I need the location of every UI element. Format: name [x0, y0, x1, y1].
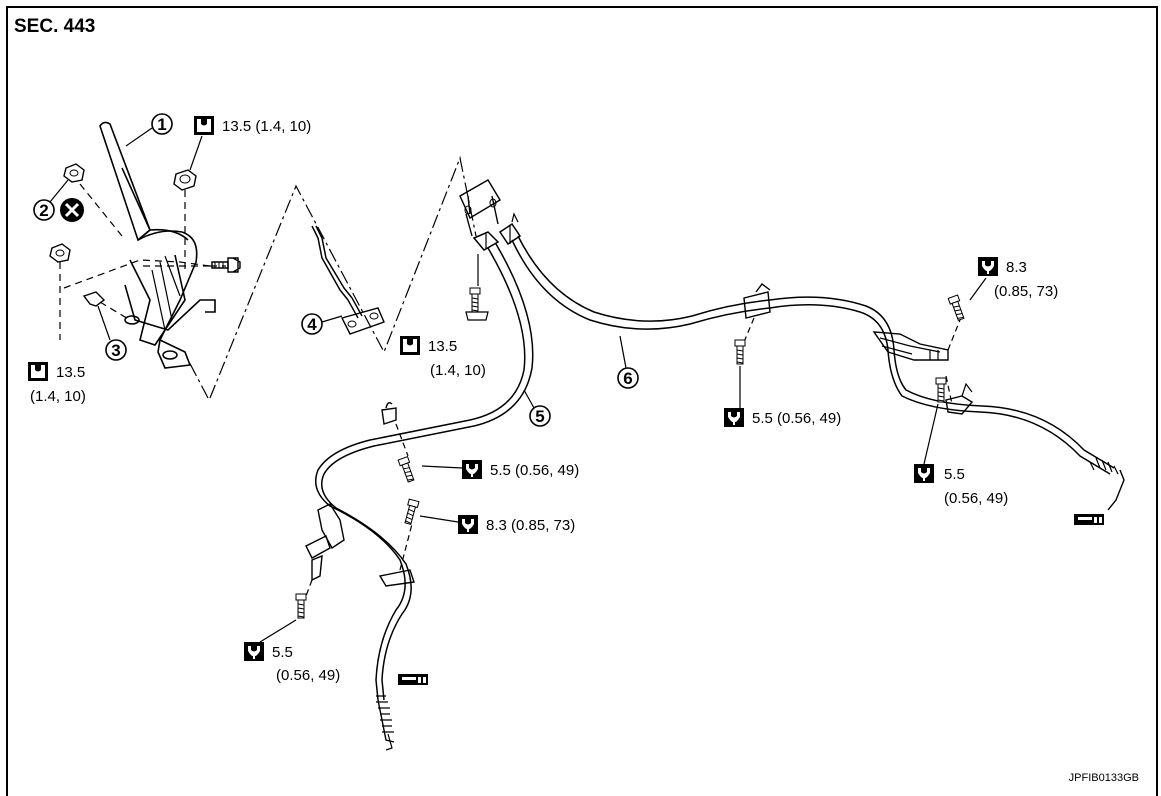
svg-text:5.5: 5.5	[944, 466, 965, 483]
replace-icon	[60, 198, 84, 222]
callout-1: 1	[125, 113, 173, 147]
svg-text:5: 5	[535, 407, 544, 426]
svg-text:(0.56, 49): (0.56, 49)	[944, 490, 1008, 507]
clip-5c	[378, 498, 420, 587]
torque-callout-3: 13.5 (1.4, 10)	[400, 336, 486, 379]
svg-text:(0.85, 73): (0.85, 73)	[994, 283, 1058, 300]
figure-code: JPFIB0133GB	[1068, 772, 1139, 784]
lever-bolt	[211, 257, 241, 273]
torque-callout-7: 5.5 (0.56, 49)	[724, 366, 841, 427]
clip-6b	[872, 294, 974, 415]
svg-text:5.5 (0.56, 49): 5.5 (0.56, 49)	[490, 462, 579, 479]
front-cable	[311, 225, 385, 335]
svg-text:5.5: 5.5	[272, 644, 293, 661]
svg-text:(1.4, 10): (1.4, 10)	[430, 362, 486, 379]
torque-callout-9: 5.5 (0.56, 49)	[914, 403, 1008, 507]
callout-2: 2	[33, 179, 69, 221]
svg-text:3: 3	[111, 341, 120, 360]
rear-cable-lh	[315, 243, 534, 751]
torque-callout-6: 5.5 (0.56, 49)	[244, 619, 340, 684]
torque-callout-2: 13.5 (1.4, 10)	[28, 362, 86, 405]
nut-top	[173, 169, 197, 191]
svg-text:13.5 (1.4, 10): 13.5 (1.4, 10)	[222, 118, 311, 135]
torque-callout-5: 8.3 (0.85, 73)	[419, 515, 575, 534]
rear-cable-rh	[511, 235, 1125, 511]
equalizer-bracket	[459, 179, 522, 251]
torque-callout-1: 13.5 (1.4, 10)	[189, 116, 311, 171]
torque-callout-8: 8.3 (0.85, 73)	[969, 257, 1058, 301]
callout-4: 4	[301, 313, 343, 335]
svg-text:8.3 (0.85, 73): 8.3 (0.85, 73)	[486, 517, 575, 534]
svg-text:2: 2	[39, 201, 48, 220]
callout-5: 5	[523, 389, 551, 427]
nut-2	[63, 163, 85, 183]
parking-brake-lever	[99, 121, 216, 369]
svg-text:5.5 (0.56, 49): 5.5 (0.56, 49)	[752, 410, 841, 427]
svg-text:(0.56, 49): (0.56, 49)	[276, 667, 340, 684]
callout-6: 6	[617, 335, 639, 389]
cable-end-icon-rh	[1074, 514, 1104, 525]
svg-text:13.5: 13.5	[428, 338, 457, 355]
svg-text:4: 4	[307, 315, 317, 334]
clip-3	[82, 291, 106, 307]
bracket-bolt	[465, 254, 489, 321]
cable-end-icon-lh	[398, 674, 428, 685]
clip-6a	[734, 283, 771, 365]
dashed-leaders	[59, 183, 226, 340]
svg-text:1: 1	[157, 115, 166, 134]
callout-3: 3	[97, 305, 127, 361]
svg-text:6: 6	[623, 369, 632, 388]
svg-text:8.3: 8.3	[1006, 259, 1027, 276]
clip-5a	[381, 401, 417, 484]
torque-callout-4: 5.5 (0.56, 49)	[421, 460, 579, 479]
figure-frame	[6, 6, 1158, 796]
nut-left	[49, 243, 71, 263]
section-title: SEC. 443	[14, 16, 96, 37]
svg-text:13.5: 13.5	[56, 364, 85, 381]
clip-5b	[295, 503, 345, 619]
svg-text:(1.4, 10): (1.4, 10)	[30, 388, 86, 405]
reference-lines	[185, 155, 477, 399]
